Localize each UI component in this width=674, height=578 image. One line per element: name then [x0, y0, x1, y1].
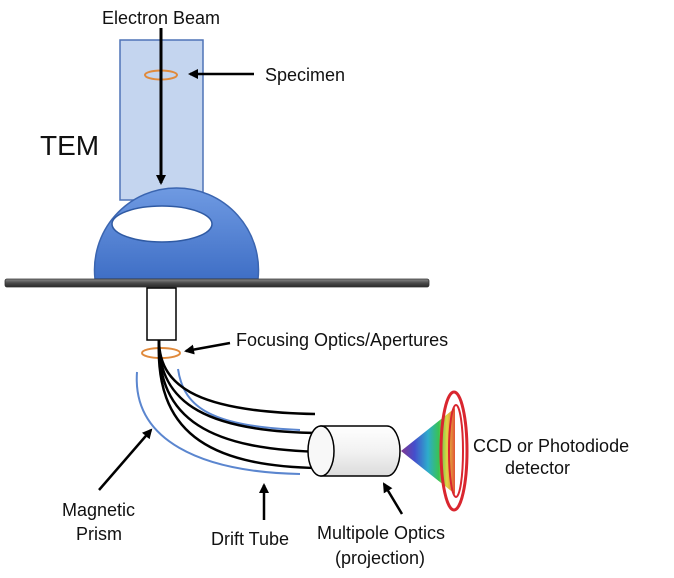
specimen-label: Specimen	[265, 65, 345, 85]
multipole-cylinder-face	[307, 425, 335, 477]
multipole-optics-label-line2: (projection)	[335, 548, 425, 568]
prism-outer-arc	[135, 371, 301, 475]
focusing-optics-label: Focusing Optics/Apertures	[236, 330, 448, 350]
electron-trajectories	[157, 339, 326, 470]
entrance-aperture-box	[146, 287, 177, 341]
drift-tube-label: Drift Tube	[211, 529, 289, 549]
stage-bar	[4, 278, 430, 288]
lens-bore	[111, 205, 213, 243]
spectrum-cone	[401, 408, 455, 494]
tem-label: TEM	[40, 130, 99, 161]
magnetic-prism-label-line1: Magnetic	[62, 500, 135, 520]
magnetic-prism-arrow	[98, 428, 153, 491]
multipole-optics-label-line1: Multipole Optics	[317, 523, 445, 543]
focusing-pointer-arrow	[184, 341, 231, 355]
detector-inner-ring	[448, 404, 464, 498]
ccd-detector-label-line2: detector	[505, 458, 570, 478]
multipole-arrow	[382, 482, 404, 515]
detector-outer-ring	[439, 390, 469, 512]
ccd-detector-label-line1: CCD or Photodiode	[473, 436, 629, 456]
magnetic-prism-label-line2: Prism	[76, 524, 122, 544]
electron-beam-label: Electron Beam	[102, 8, 220, 28]
prism-inner-arc	[177, 368, 301, 431]
multipole-cylinder-body	[320, 425, 401, 477]
